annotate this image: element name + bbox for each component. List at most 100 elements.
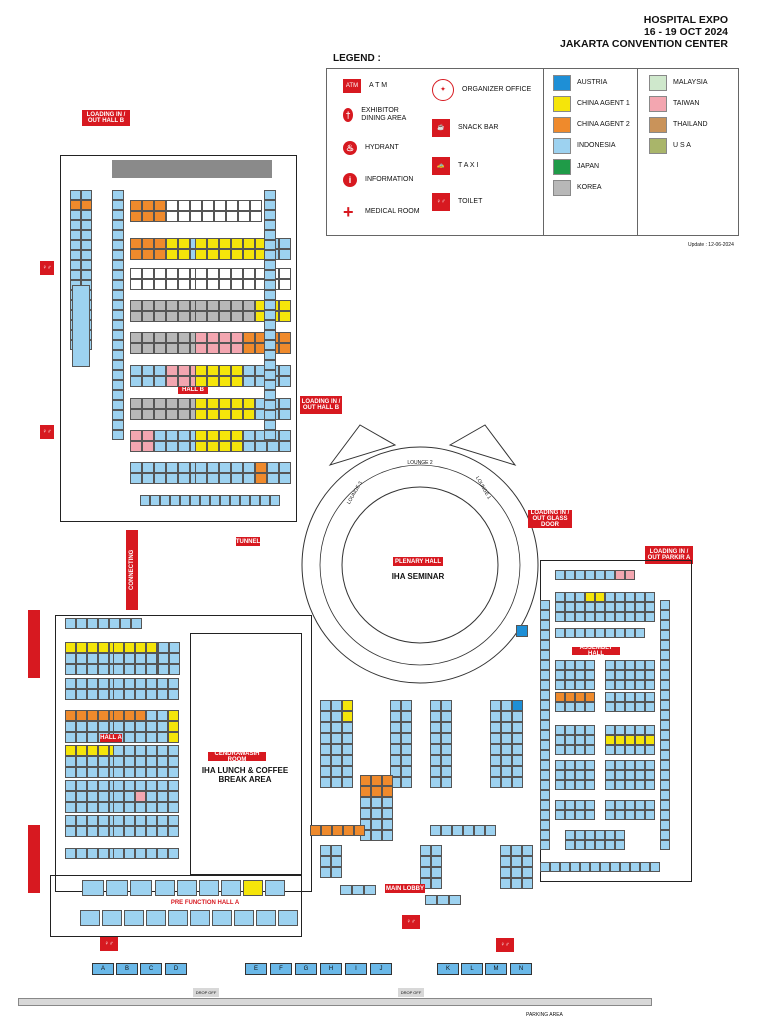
booth[interactable]: [112, 280, 124, 290]
booth[interactable]: [575, 670, 585, 680]
booth[interactable]: [231, 300, 243, 311]
booth[interactable]: [615, 745, 625, 755]
booth[interactable]: [320, 711, 331, 722]
booth[interactable]: [279, 376, 291, 387]
booth[interactable]: [625, 780, 635, 790]
booth[interactable]: [142, 249, 154, 260]
booth[interactable]: [76, 664, 87, 675]
booth[interactable]: [87, 642, 98, 653]
booth[interactable]: [565, 770, 575, 780]
booth[interactable]: [177, 880, 197, 896]
booth[interactable]: [231, 398, 243, 409]
booth[interactable]: [195, 249, 207, 260]
booth[interactable]: [605, 692, 615, 702]
booth[interactable]: [98, 710, 109, 721]
booth[interactable]: [135, 756, 146, 767]
booth[interactable]: [70, 200, 81, 210]
booth[interactable]: [238, 211, 250, 222]
booth[interactable]: [166, 441, 178, 452]
booth[interactable]: [265, 880, 285, 896]
booth[interactable]: [512, 722, 523, 733]
booth[interactable]: [70, 210, 81, 220]
booth[interactable]: [112, 250, 124, 260]
booth[interactable]: [605, 702, 615, 712]
entrance-gate-a[interactable]: A: [92, 963, 114, 975]
booth[interactable]: [565, 745, 575, 755]
booth[interactable]: [219, 409, 231, 420]
entrance-gate-b[interactable]: B: [116, 963, 138, 975]
booth[interactable]: [81, 190, 92, 200]
booth[interactable]: [645, 780, 655, 790]
booth[interactable]: [615, 810, 625, 820]
booth[interactable]: [112, 210, 124, 220]
booth[interactable]: [570, 862, 580, 872]
booth[interactable]: [166, 376, 178, 387]
booth[interactable]: [615, 725, 625, 735]
booth[interactable]: [166, 332, 178, 343]
booth[interactable]: [87, 689, 98, 700]
booth[interactable]: [342, 744, 353, 755]
booth[interactable]: [565, 780, 575, 790]
booth[interactable]: [142, 238, 154, 249]
booth[interactable]: [540, 840, 550, 850]
booth[interactable]: [555, 670, 565, 680]
booth[interactable]: [157, 678, 168, 689]
booth[interactable]: [135, 848, 146, 859]
booth[interactable]: [178, 441, 190, 452]
booth[interactable]: [146, 756, 157, 767]
booth[interactable]: [124, 653, 135, 664]
entrance-gate-e[interactable]: E: [245, 963, 267, 975]
booth[interactable]: [267, 441, 279, 452]
booth[interactable]: [112, 240, 124, 250]
booth[interactable]: [441, 777, 452, 788]
booth[interactable]: [555, 660, 565, 670]
booth[interactable]: [605, 840, 615, 850]
booth[interactable]: [142, 332, 154, 343]
booth[interactable]: [279, 279, 291, 290]
booth[interactable]: [620, 862, 630, 872]
booth[interactable]: [585, 725, 595, 735]
booth[interactable]: [219, 300, 231, 311]
booth[interactable]: [142, 462, 154, 473]
booth[interactable]: [585, 810, 595, 820]
booth[interactable]: [540, 660, 550, 670]
booth[interactable]: [65, 678, 76, 689]
booth[interactable]: [501, 777, 512, 788]
booth[interactable]: [168, 732, 179, 743]
booth[interactable]: [625, 602, 635, 612]
booth[interactable]: [169, 664, 180, 675]
booth[interactable]: [112, 350, 124, 360]
booth[interactable]: [142, 473, 154, 484]
booth[interactable]: [157, 732, 168, 743]
booth[interactable]: [87, 618, 98, 629]
booth[interactable]: [199, 880, 219, 896]
booth[interactable]: [555, 745, 565, 755]
booth[interactable]: [645, 810, 655, 820]
booth[interactable]: [605, 660, 615, 670]
booth[interactable]: [630, 862, 640, 872]
booth[interactable]: [87, 802, 98, 813]
booth[interactable]: [130, 376, 142, 387]
booth[interactable]: [635, 692, 645, 702]
booth[interactable]: [575, 745, 585, 755]
booth[interactable]: [605, 570, 615, 580]
booth[interactable]: [80, 910, 100, 926]
booth[interactable]: [124, 910, 144, 926]
booth[interactable]: [615, 670, 625, 680]
booth[interactable]: [635, 745, 645, 755]
booth[interactable]: [234, 910, 254, 926]
booth[interactable]: [540, 820, 550, 830]
booth[interactable]: [87, 826, 98, 837]
booth[interactable]: [76, 721, 87, 732]
booth[interactable]: [279, 268, 291, 279]
booth[interactable]: [264, 400, 276, 410]
booth[interactable]: [70, 240, 81, 250]
booth[interactable]: [87, 745, 98, 756]
booth[interactable]: [645, 660, 655, 670]
booth[interactable]: [342, 711, 353, 722]
booth[interactable]: [279, 238, 291, 249]
booth[interactable]: [320, 777, 331, 788]
booth[interactable]: [382, 797, 393, 808]
booth[interactable]: [425, 895, 437, 905]
booth[interactable]: [640, 862, 650, 872]
